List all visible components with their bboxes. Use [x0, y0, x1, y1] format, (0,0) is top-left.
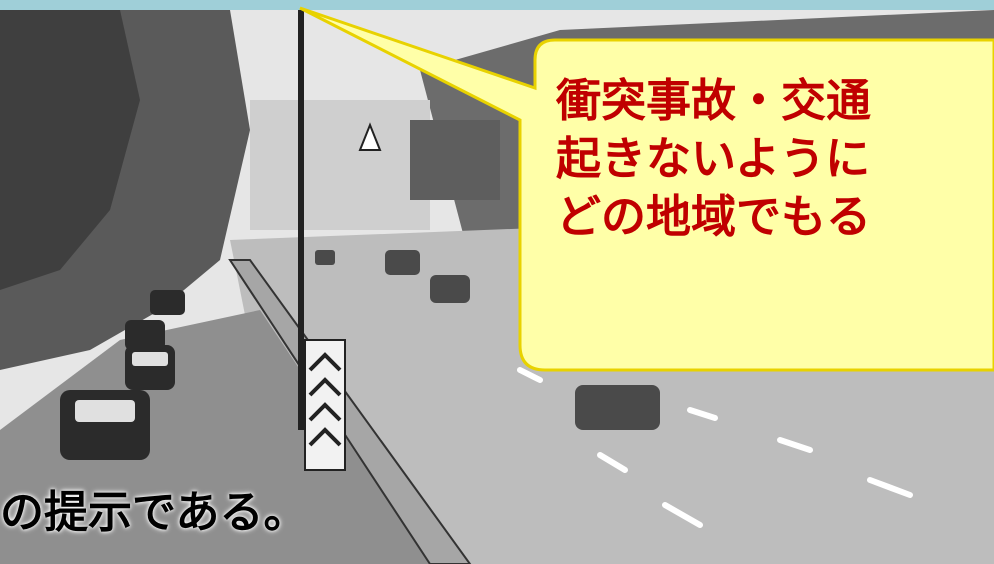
- callout-text: 衝突事故・交通 起きないように どの地域でもる: [556, 72, 994, 246]
- callout-line-1: 衝突事故・交通: [556, 74, 872, 127]
- caption-text: の提示である。: [0, 487, 308, 538]
- callout-line-3: どの地域でもる: [556, 190, 872, 243]
- callout-line-2: 起きないように: [556, 132, 871, 185]
